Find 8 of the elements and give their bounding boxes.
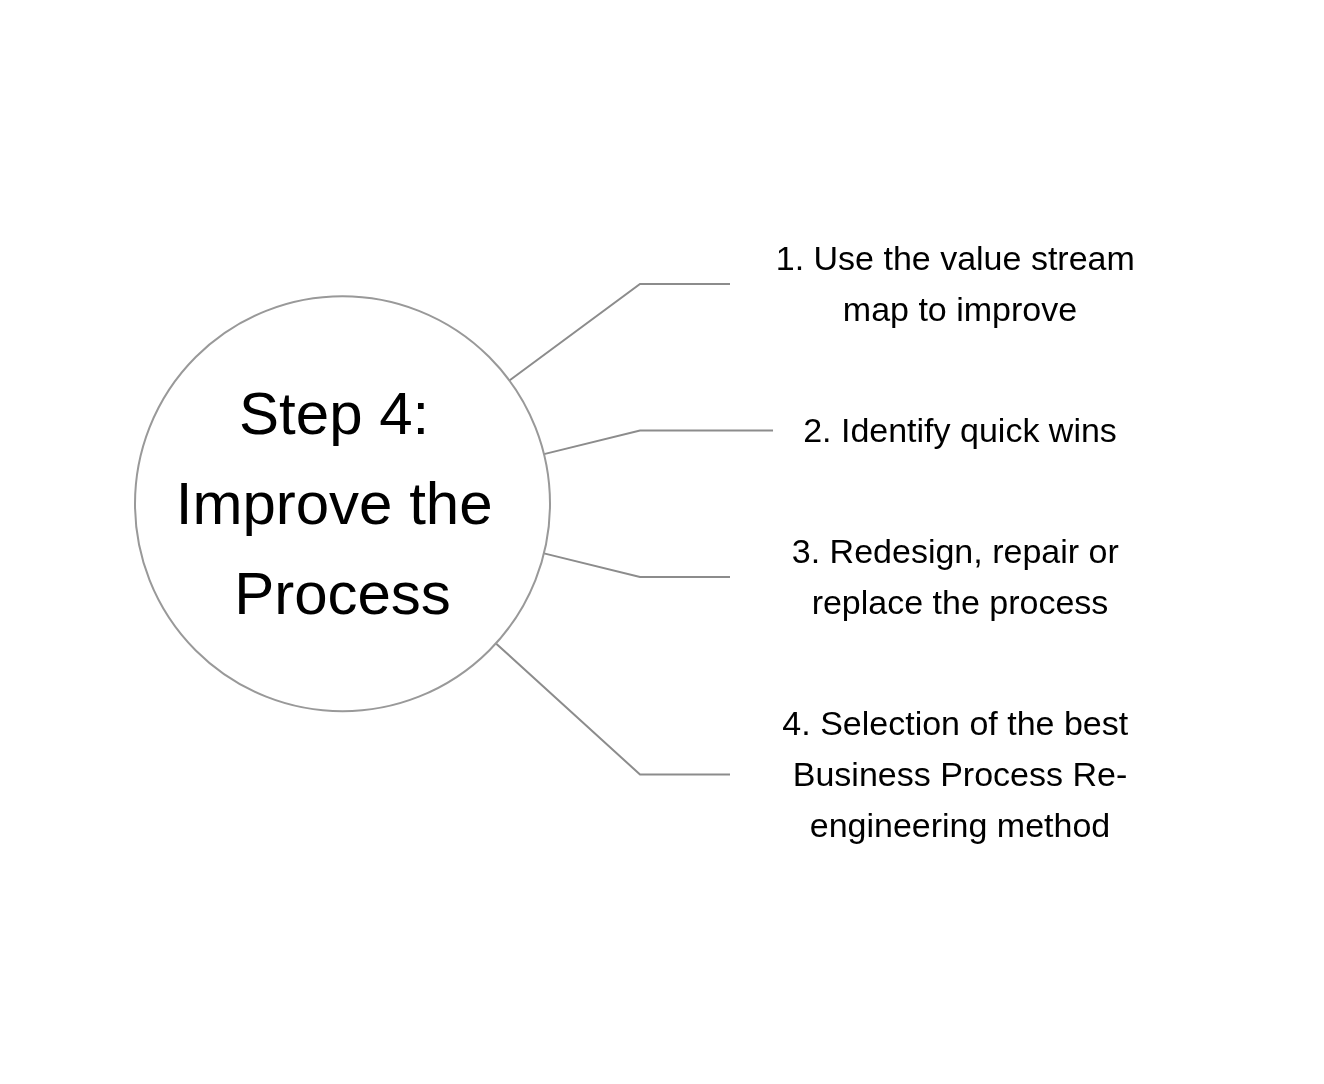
node-circle: Step 4: Improve the Process: [133, 295, 551, 713]
node-text: 3. Redesign, repair or replace the process: [791, 532, 1119, 621]
node-text: 4. Selection of the best Business Process Re-engineering method: [781, 704, 1128, 844]
node-text: 2. Identify quick wins: [802, 411, 1117, 449]
node-text: 1. Use the value stream map to improve: [775, 239, 1135, 328]
connector: [507, 283, 731, 382]
connector: [542, 429, 774, 456]
connector: [494, 642, 731, 776]
